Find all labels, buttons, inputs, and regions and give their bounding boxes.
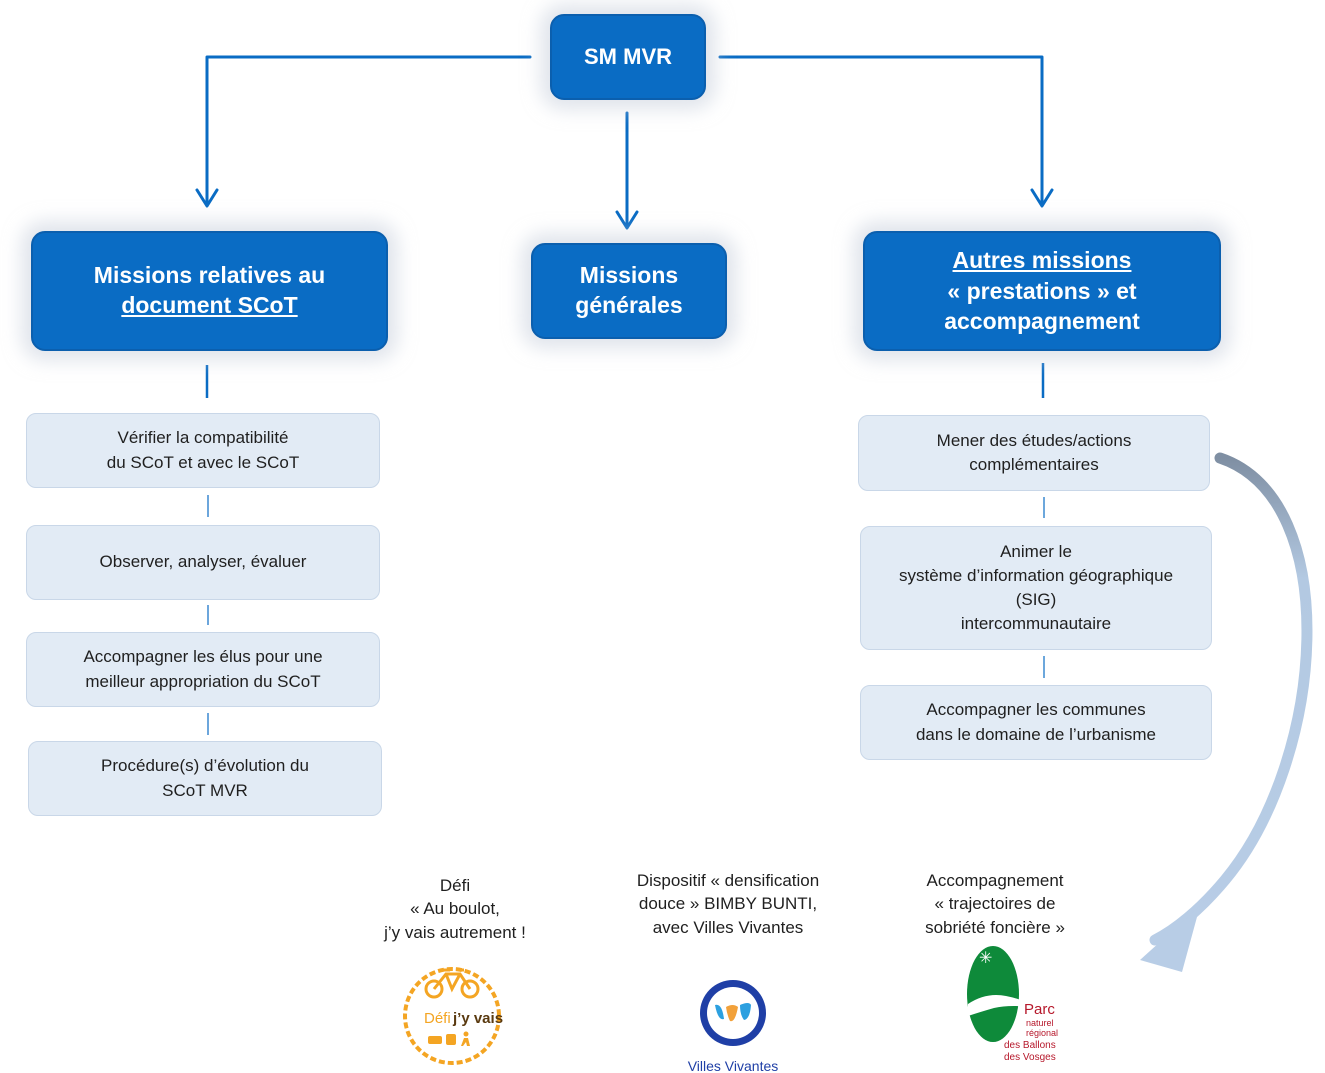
root-to-left-connector [205, 55, 532, 207]
branch-other-line1: Autres missions [952, 247, 1132, 274]
right-item-3-line1: Accompagner les communes [926, 700, 1146, 720]
left-item-3: Accompagner les élus pour une meilleur a… [26, 632, 380, 707]
right-item-3-line2: dans le domaine de l’urbanisme [915, 724, 1157, 744]
initiative-bimby-line3: avec Villes Vivantes [652, 917, 804, 937]
right-item-1: Mener des études/actions complémentaires [858, 415, 1210, 491]
right-item-2-line3: (SIG) [1015, 590, 1057, 609]
left-item-4: Procédure(s) d’évolution du SCoT MVR [28, 741, 382, 816]
left-item-4-line2: SCoT MVR [162, 780, 248, 800]
initiative-defi-caption: Défi « Au boulot, j’y vais autrement ! [305, 874, 605, 944]
parc-logo-text2: naturel [1026, 1018, 1054, 1028]
parc-logo-text4: des Ballons [1004, 1040, 1056, 1051]
transport-icons [428, 1031, 470, 1046]
right-item-2-line2: système d’information géographique [898, 565, 1174, 585]
initiative-bimby-caption: Dispositif « densification douce » BIMBY… [578, 869, 878, 939]
right-item-1-line1: Mener des études/actions [936, 430, 1132, 450]
initiative-sobriete-line2: « trajectoires de [934, 894, 1056, 914]
parc-logo-text1: Parc [1024, 1001, 1055, 1018]
initiative-sobriete-caption: Accompagnement « trajectoires de sobriét… [845, 869, 1145, 939]
parc-logo-text5: des Vosges [1004, 1052, 1056, 1063]
branch-general-line1: Missions [579, 262, 679, 289]
branch-other-missions: Autres missions « prestations » et accom… [863, 231, 1221, 351]
left-item-1: Vérifier la compatibilité du SCoT et ave… [26, 413, 380, 488]
parc-logo-text3: régional [1026, 1028, 1058, 1038]
left-item-3-line2: meilleur appropriation du SCoT [85, 671, 321, 691]
left-arrowhead [195, 188, 219, 208]
right-arrowhead [1030, 188, 1054, 208]
initiative-sobriete-line3: sobriété foncière » [925, 917, 1065, 937]
root-to-right-connector [718, 55, 1044, 207]
bicycle-badge-icon [424, 968, 480, 999]
middle-arrowhead [615, 210, 639, 230]
initiative-defi-line2: « Au boulot, [410, 899, 500, 919]
left-item-2: Observer, analyser, évaluer [26, 525, 380, 600]
left-item-3-line1: Accompagner les élus pour une [83, 647, 323, 667]
curved-arrow-head-icon [1140, 906, 1200, 972]
left-item-4-line1: Procédure(s) d’évolution du [101, 756, 309, 776]
branch-scot-line1: Missions relatives au [93, 262, 326, 289]
initiative-sobriete-line1: Accompagnement [926, 871, 1064, 890]
branch-other-line2: « prestations » et [947, 277, 1137, 304]
right-item-3: Accompagner les communes dans le domaine… [860, 685, 1212, 760]
root-label: SM MVR [584, 43, 672, 69]
left-item-1-line2: du SCoT et avec le SCoT [106, 452, 300, 472]
right-item-2-line1: Animer le [1000, 541, 1072, 561]
villes-vivantes-text: Villes Vivantes [688, 1058, 779, 1073]
left-item-2-line1: Observer, analyser, évaluer [99, 552, 307, 572]
right-item-2-line4: intercommunautaire [960, 614, 1112, 634]
initiative-bimby-line1: Dispositif « densification [636, 871, 820, 890]
branch-general-line2: générales [575, 292, 683, 318]
initiative-defi-line3: j’y vais autrement ! [384, 922, 526, 942]
branch-scot-document: Missions relatives au document SCoT [31, 231, 388, 351]
branch-general-missions: Missions générales [531, 243, 727, 339]
right-item-1-line2: complémentaires [969, 455, 1099, 474]
defi-logo-text1: Défi [424, 1010, 451, 1027]
branch-other-line3: accompagnement [944, 308, 1140, 335]
branch-scot-line2: document SCoT [121, 292, 298, 318]
initiative-defi-line1: Défi [439, 876, 471, 895]
root-node: SM MVR [550, 14, 706, 100]
initiative-bimby-line2: douce » BIMBY BUNTI, [638, 894, 818, 914]
parc-ballons-vosges-icon [967, 946, 1019, 1042]
defi-jy-vais-logo: Défi j’y vais [403, 967, 503, 1065]
villes-vivantes-logo: Villes Vivantes [688, 980, 779, 1073]
right-item-2: Animer le système d’information géograph… [860, 526, 1212, 650]
svg-text:✳: ✳ [979, 950, 992, 967]
defi-logo-text2: j’y vais [452, 1010, 503, 1027]
parc-ballons-vosges-logo: ✳ Parc naturel régional des Ballons des … [967, 946, 1058, 1063]
left-item-1-line1: Vérifier la compatibilité [117, 428, 289, 448]
